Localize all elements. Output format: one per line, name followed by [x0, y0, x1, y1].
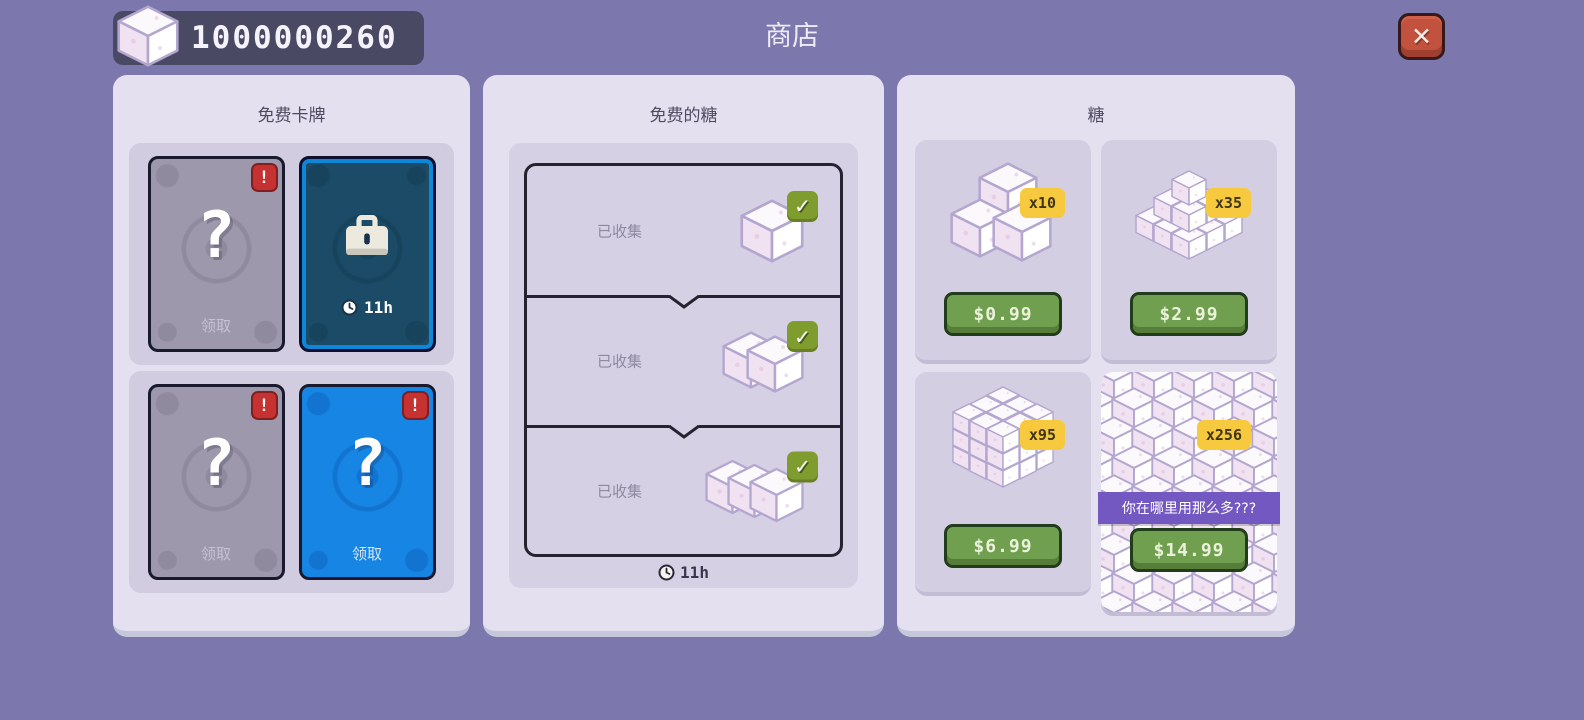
buy-button-x10[interactable]: $0.99 — [944, 292, 1062, 336]
sugar-cube-currency-icon — [117, 5, 181, 69]
free-cards-panel: 免费卡牌 ! ? 领取 11h — [113, 75, 470, 637]
sugar-cube-icon — [1211, 590, 1257, 612]
free-card-1[interactable]: ! ? 领取 — [147, 156, 285, 352]
sugar-cube-icon — [1171, 197, 1207, 233]
product-grid: x10 $0.99 x35 $2.99 x95 $6.99 x256 你在哪里用… — [915, 140, 1280, 616]
collected-label: 已收集 — [597, 352, 643, 371]
clock-icon — [341, 299, 358, 316]
collected-label: 已收集 — [597, 222, 643, 241]
check-badge: ✓ — [787, 321, 818, 353]
close-icon: ✕ — [1411, 22, 1432, 51]
chevron-down-icon — [668, 295, 699, 310]
sugar-cube-icon — [1131, 590, 1177, 612]
buy-button-x35[interactable]: $2.99 — [1130, 292, 1248, 336]
price-label: $2.99 — [1159, 303, 1219, 325]
card-row-top: ! ? 领取 11h — [129, 143, 454, 365]
check-badge: ✓ — [787, 190, 818, 222]
sugar-cube-icon — [992, 202, 1052, 262]
sugar-cube-icon — [749, 467, 804, 522]
claim-label: 领取 — [200, 545, 231, 563]
quantity-badge: x256 — [1196, 420, 1251, 450]
product-tile-x35: x35 $2.99 — [1101, 140, 1277, 364]
sugar-cube-icon — [1191, 445, 1237, 491]
timer-label: 11h — [364, 298, 393, 317]
sugar-cube-cluster: ✓ — [740, 190, 818, 263]
claim-label: 领取 — [351, 545, 382, 563]
mystery-symbol: ? — [196, 199, 236, 273]
overkill-tooltip: 你在哪里用那么多??? — [1098, 492, 1280, 524]
free-card-4[interactable]: ! ? 领取 — [298, 384, 436, 580]
product-tile-x256: x256 你在哪里用那么多??? $14.99 — [1098, 372, 1280, 616]
timer-label: 11h — [680, 563, 709, 582]
card-row-bottom: ! ? 领取 ! ? 领取 — [129, 371, 454, 593]
free-cards-title: 免费卡牌 — [257, 106, 326, 126]
check-badge: ✓ — [787, 451, 818, 483]
product-tile-x95: x95 $6.99 — [915, 372, 1091, 596]
sugar-cube-icon — [1251, 590, 1277, 612]
sugar-cube-icon — [1171, 590, 1217, 612]
sugar-cube-cluster: ✓ — [722, 321, 818, 394]
collect-row-2: 已收集 ✓ — [527, 295, 840, 424]
sugar-cube-cluster: ✓ — [705, 451, 818, 522]
check-icon: ✓ — [794, 324, 811, 349]
close-button[interactable]: ✕ — [1398, 13, 1445, 60]
sugar-cube-cluster — [950, 162, 1056, 262]
free-card-2-locked: 11h — [298, 156, 436, 352]
check-icon: ✓ — [794, 194, 811, 219]
sugar-cube-icon — [986, 420, 1020, 454]
buy-button-x95[interactable]: $6.99 — [944, 524, 1062, 568]
clock-icon — [658, 564, 675, 581]
collect-row-1: 已收集 ✓ — [527, 166, 840, 295]
lock-icon — [302, 215, 433, 261]
mystery-symbol: ? — [196, 427, 236, 501]
free-sugar-panel: 免费的糖 已收集 ✓ 已收集 ✓ 已收集 — [483, 75, 884, 637]
exclamation-icon: ! — [258, 395, 270, 416]
alert-badge: ! — [401, 391, 429, 420]
mystery-symbol: ? — [347, 427, 387, 501]
check-icon: ✓ — [794, 454, 811, 479]
collected-label: 已收集 — [597, 482, 643, 501]
sugar-cube-icon — [1171, 170, 1207, 206]
product-tile-x10: x10 $0.99 — [915, 140, 1091, 364]
alert-badge: ! — [250, 163, 278, 192]
card-unlock-timer: 11h — [302, 298, 433, 317]
free-sugar-container: 已收集 ✓ 已收集 ✓ 已收集 ✓ — [509, 143, 858, 588]
sugar-cube-icon — [1101, 590, 1137, 612]
sugar-shop-title: 糖 — [1087, 106, 1105, 126]
sugar-cube-icon — [1171, 224, 1207, 260]
price-label: $0.99 — [973, 303, 1033, 325]
page-title: 商店 — [765, 21, 819, 52]
currency-bar: 1000000260 — [113, 5, 424, 67]
collect-track: 已收集 ✓ 已收集 ✓ 已收集 ✓ — [524, 163, 843, 557]
sugar-cube-cluster — [952, 386, 1054, 488]
currency-value: 1000000260 — [191, 20, 398, 56]
quantity-badge: x35 — [1205, 188, 1251, 218]
sugar-cube-icon — [117, 5, 179, 67]
alert-badge: ! — [250, 391, 278, 420]
claim-label: 领取 — [200, 317, 231, 335]
free-card-3[interactable]: ! ? 领取 — [147, 384, 285, 580]
quantity-badge: x95 — [1019, 420, 1065, 450]
exclamation-icon: ! — [258, 167, 270, 188]
sugar-shop-panel: 糖 x10 $0.99 x35 $2.99 x95 $6.99 x256 你在哪… — [897, 75, 1295, 637]
next-sugar-timer: 11h — [509, 563, 858, 582]
collect-row-3: 已收集 ✓ — [527, 424, 840, 554]
price-label: $6.99 — [973, 535, 1033, 557]
exclamation-icon: ! — [409, 395, 421, 416]
chevron-down-icon — [668, 424, 699, 439]
price-label: $14.99 — [1153, 539, 1225, 561]
sugar-cube-icon — [746, 335, 804, 394]
buy-button-x256[interactable]: $14.99 — [1130, 528, 1248, 572]
quantity-badge: x10 — [1019, 188, 1065, 218]
free-sugar-title: 免费的糖 — [649, 106, 718, 126]
